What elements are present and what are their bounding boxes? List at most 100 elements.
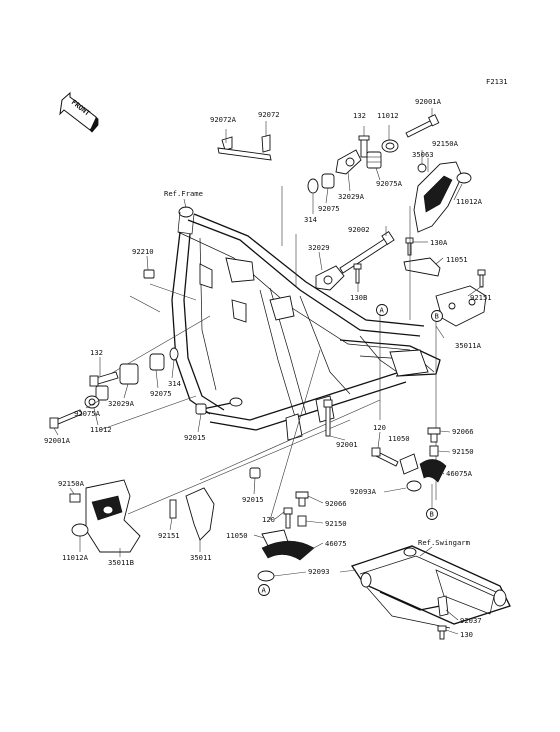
- side-cover-35063: [413, 158, 463, 233]
- washer-92093: [257, 570, 275, 582]
- plate-46075: [261, 540, 315, 561]
- label-314-top: 314: [304, 215, 317, 224]
- marker-a-bottom: A: [258, 584, 270, 596]
- label-92150A-top: 92150A: [432, 139, 459, 148]
- bracket-35011A: [435, 285, 487, 327]
- bolt-132-left: [89, 371, 119, 387]
- label-32029A-left: 32029A: [108, 399, 135, 408]
- collar-92075-left: [149, 353, 165, 371]
- bolt-130-low: [437, 625, 447, 640]
- label-132-left: 132: [90, 348, 103, 357]
- bracket-92037: [437, 595, 449, 617]
- grommet-92150-right: [429, 445, 439, 457]
- label-46075: 46075: [325, 539, 347, 548]
- label-35011B: 35011B: [108, 558, 134, 567]
- bracket-32029-right: [315, 265, 345, 291]
- bolt-130B: [353, 263, 362, 284]
- figure-code: F2131: [486, 77, 508, 86]
- bolt-120-right: [371, 447, 399, 467]
- marker-a-bottom-text: A: [262, 586, 267, 595]
- collar-92075-top: [321, 173, 335, 189]
- label-92150-low: 92150: [325, 519, 347, 528]
- label-92093: 92093: [308, 567, 330, 576]
- bracket-35011: [185, 487, 215, 541]
- leader-lines: [53, 167, 483, 635]
- bolt-92001A-top: [405, 108, 440, 138]
- main-frame: [171, 206, 441, 441]
- front-arrow-icon: FRONT: [59, 91, 99, 133]
- label-11012-left: 11012: [90, 425, 112, 434]
- bolt-92151-left: [169, 499, 177, 519]
- marker-a-top-text: A: [380, 306, 385, 315]
- marker-b-top-text: B: [435, 312, 439, 321]
- cap-92066-low: [295, 491, 309, 507]
- label-92075A-left: 92075A: [74, 409, 101, 418]
- damper-11012A-left: [71, 523, 89, 537]
- label-11050-right: 11050: [388, 434, 410, 443]
- label-92066-low: 92066: [325, 499, 347, 508]
- label-92072A: 92072A: [210, 115, 237, 124]
- spacer-32029A-left: [119, 363, 139, 385]
- label-35011: 35011: [190, 553, 212, 562]
- label-32029A-top: 32029A: [338, 192, 365, 201]
- label-92001A-top: 92001A: [415, 97, 442, 106]
- bolt-92151-top: [477, 269, 486, 288]
- bracket-11051: [403, 257, 441, 277]
- label-92015-a: 92015: [184, 433, 206, 442]
- label-314-left: 314: [168, 379, 181, 388]
- label-130A: 130A: [430, 238, 448, 247]
- collar-11012-top: [381, 125, 399, 153]
- washer-314-top: [307, 178, 319, 194]
- grommet-92150-low: [297, 515, 307, 527]
- spacer-92075A-top: [366, 151, 382, 169]
- label-92072: 92072: [258, 110, 280, 119]
- cap-92015-a: [195, 403, 207, 415]
- plate-46075A: [419, 459, 447, 483]
- marker-b-bottom: B: [426, 508, 438, 520]
- label-11051: 11051: [446, 255, 468, 264]
- plate-35011B: [85, 479, 141, 553]
- label-11012A-left: 11012A: [62, 553, 89, 562]
- label-132-top: 132: [353, 111, 366, 120]
- label-92066-right: 92066: [452, 427, 474, 436]
- label-92001A-left: 92001A: [44, 436, 71, 445]
- label-92075-left: 92075: [150, 389, 172, 398]
- label-ref-swingarm: Ref.Swingarm: [418, 538, 470, 547]
- label-92001: 92001: [336, 440, 358, 449]
- label-120-low: 120: [262, 515, 275, 524]
- label-92093A: 92093A: [350, 487, 377, 496]
- grommet-92150A-top: [417, 150, 427, 173]
- bracket-32029A-top: [335, 149, 362, 175]
- marker-b-bottom-text: B: [430, 510, 434, 519]
- marker-b-top: B: [431, 310, 443, 322]
- label-92150A-left: 92150A: [58, 479, 85, 488]
- swingarm: [339, 545, 511, 629]
- label-35063: 35063: [412, 150, 434, 159]
- label-92210: 92210: [132, 247, 154, 256]
- washer-92093A: [406, 480, 422, 492]
- label-11012A-top: 11012A: [456, 197, 483, 206]
- label-92151-top: 92151: [470, 293, 492, 302]
- label-11050-low: 11050: [226, 531, 248, 540]
- label-ref-frame: Ref.Frame: [164, 189, 203, 198]
- cap-92015-b: [249, 467, 261, 479]
- label-92002: 92002: [348, 225, 370, 234]
- label-130-low: 130: [460, 630, 473, 639]
- label-92151-left: 92151: [158, 531, 180, 540]
- label-92075A-top: 92075A: [376, 179, 403, 188]
- bracket-11050-right: [399, 453, 419, 475]
- label-130B: 130B: [350, 293, 367, 302]
- bolt-130A: [405, 237, 414, 256]
- label-92150-right: 92150: [452, 447, 474, 456]
- bolt-92001: [323, 399, 333, 437]
- label-92037: 92037: [460, 616, 482, 625]
- label-35011A: 35011A: [455, 341, 482, 350]
- label-46075A: 46075A: [446, 469, 473, 478]
- grommet-92150A-left: [69, 493, 81, 503]
- label-120-right: 120: [373, 423, 386, 432]
- label-92015-b: 92015: [242, 495, 264, 504]
- label-32029-top: 32029: [308, 243, 330, 252]
- damper-11012A-top: [456, 172, 472, 184]
- bolt-132-top: [358, 126, 370, 158]
